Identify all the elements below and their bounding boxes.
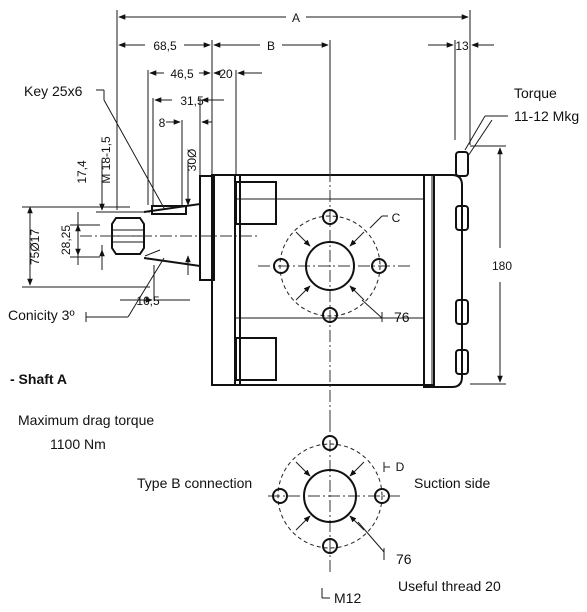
left-dimension-labels: 75Ø17 28,25 17,4 M 18-1,5 30Ø 16,5 bbox=[28, 136, 199, 308]
dimension-28-25: 28,25 bbox=[59, 225, 73, 255]
dimension-76-bottom: 76 bbox=[396, 551, 412, 567]
dimension-d: D bbox=[396, 460, 405, 474]
text-labels: Key 25x6 Torque 11-12 Mkg Conicity 3º - … bbox=[8, 83, 579, 594]
top-dimensions bbox=[116, 10, 494, 210]
key-label: Key 25x6 bbox=[24, 83, 83, 99]
dimension-31-5: 31,5 bbox=[180, 94, 204, 108]
max-drag-label: Maximum drag torque bbox=[18, 412, 154, 428]
dimension-75: 75Ø17 bbox=[28, 229, 42, 265]
dimension-b: B bbox=[267, 39, 275, 53]
torque-label: Torque bbox=[514, 85, 557, 101]
conicity-label: Conicity 3º bbox=[8, 307, 75, 323]
thread-m12: M12 bbox=[334, 590, 361, 606]
hex-bolt-icon bbox=[455, 151, 469, 375]
dimension-76-top: 76 bbox=[394, 309, 410, 325]
dimension-13: 13 bbox=[455, 39, 469, 53]
dimension-17-4: 17,4 bbox=[75, 160, 89, 184]
dimension-20: 20 bbox=[219, 67, 233, 81]
top-dimension-labels: A 68,5 B 13 46,5 20 31,5 8 bbox=[153, 11, 469, 130]
torque-value: 11-12 Mkg bbox=[514, 108, 579, 124]
delivery-port: C 76 bbox=[258, 170, 412, 420]
type-b-connection-label: Type B connection bbox=[137, 475, 252, 491]
max-drag-value: 1100 Nm bbox=[50, 436, 106, 452]
useful-thread-label: Useful thread 20 bbox=[398, 578, 501, 594]
dimension-30: 30Ø bbox=[185, 149, 199, 172]
left-dimensions bbox=[22, 160, 191, 303]
dimension-68-5: 68,5 bbox=[153, 39, 177, 53]
dimension-180: 180 bbox=[492, 259, 512, 273]
callout-leaders bbox=[85, 89, 165, 322]
thread-m18: M 18-1,5 bbox=[99, 136, 113, 184]
suction-side-label: Suction side bbox=[414, 475, 490, 491]
dimension-46-5: 46,5 bbox=[170, 67, 194, 81]
dimension-8: 8 bbox=[159, 116, 166, 130]
shaft bbox=[80, 175, 258, 281]
suction-port: D 76 M12 bbox=[268, 420, 412, 606]
pump-body: 180 bbox=[211, 115, 512, 388]
dimension-c: C bbox=[392, 211, 401, 225]
dimension-16-5: 16,5 bbox=[136, 294, 160, 308]
shaft-label: - Shaft A bbox=[10, 371, 67, 387]
dimension-a: A bbox=[292, 11, 300, 25]
